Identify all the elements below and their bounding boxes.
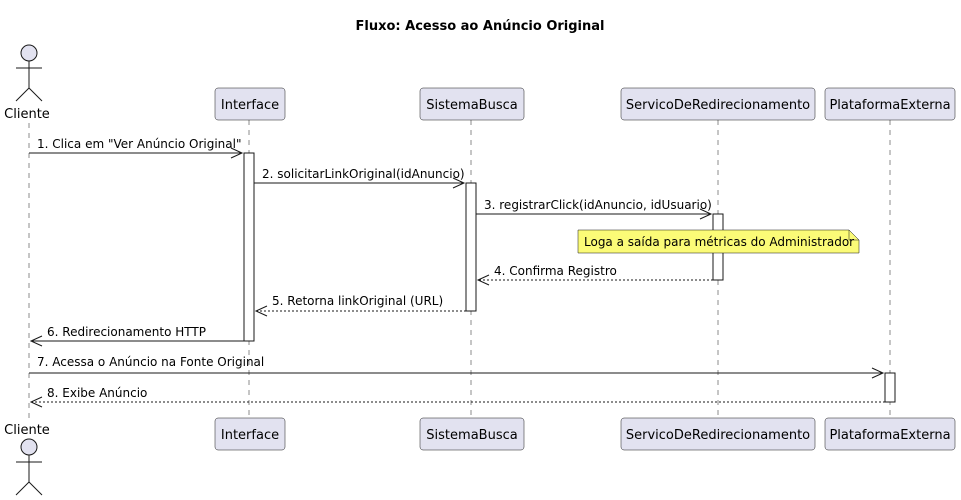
participant-interface-bottom: Interface [214, 417, 286, 451]
activation-plataforma [884, 372, 896, 403]
participant-label: ServicoDeRedirecionamento [626, 98, 810, 113]
message-3: 3. registrarClick(idAnuncio, idUsuario) [476, 198, 713, 220]
participant-servico-bottom: ServicoDeRedirecionamento [620, 417, 816, 451]
message-label: 7. Acessa o Anúncio na Fonte Original [37, 355, 264, 369]
participant-label: ServicoDeRedirecionamento [626, 428, 810, 443]
actor-label-cliente-bottom: Cliente [4, 423, 50, 438]
message-1: 1. Clica em "Ver Anúncio Original" [29, 137, 244, 159]
participants-bottom: Interface SistemaBusca ServicoDeRedireci… [214, 417, 956, 451]
arrow-head-icon [699, 208, 713, 220]
participant-interface-top: Interface [214, 87, 286, 121]
activation-sistema-busca [465, 182, 477, 312]
arrow-head-icon [29, 335, 43, 347]
participant-sistema-busca-top: SistemaBusca [419, 87, 525, 121]
actor-label-cliente-top: Cliente [4, 107, 50, 122]
message-7: 7. Acessa o Anúncio na Fonte Original [29, 355, 885, 379]
participant-label: Interface [221, 428, 279, 443]
message-label: 3. registrarClick(idAnuncio, idUsuario) [484, 198, 712, 212]
note: Loga a saída para métricas do Administra… [577, 229, 860, 254]
arrow-head-icon [254, 305, 268, 317]
actor-head-icon [20, 44, 38, 62]
message-label: 6. Redirecionamento HTTP [47, 325, 206, 339]
participant-servico-top: ServicoDeRedirecionamento [620, 87, 816, 121]
arrow-head-icon [452, 177, 466, 189]
participant-sistema-busca-bottom: SistemaBusca [419, 417, 525, 451]
participant-label: SistemaBusca [426, 428, 517, 443]
message-8: 8. Exibe Anúncio [29, 386, 885, 408]
actor-cliente-top [15, 44, 43, 102]
message-2: 2. solicitarLinkOriginal(idAnuncio) [254, 167, 466, 189]
message-4: 4. Confirma Registro [476, 264, 713, 286]
message-6: 6. Redirecionamento HTTP [29, 325, 244, 347]
arrow-head-icon [476, 274, 490, 286]
message-label: 8. Exibe Anúncio [47, 386, 147, 400]
arrow-head-icon [871, 367, 885, 379]
activation-interface [243, 152, 255, 342]
actor-cliente-bottom [15, 438, 43, 496]
message-label: 4. Confirma Registro [494, 264, 617, 278]
actor-head-icon [20, 438, 38, 456]
message-5: 5. Retorna linkOriginal (URL) [254, 294, 466, 317]
arrow-head-icon [29, 396, 43, 408]
message-label: 5. Retorna linkOriginal (URL) [272, 294, 443, 308]
arrow-head-icon [230, 147, 244, 159]
participant-plataforma-top: PlataformaExterna [824, 87, 956, 121]
participant-label: PlataformaExterna [829, 428, 950, 443]
note-text: Loga a saída para métricas do Administra… [584, 235, 854, 249]
message-label: 1. Clica em "Ver Anúncio Original" [37, 137, 241, 151]
participants-top: Interface SistemaBusca ServicoDeRedireci… [214, 87, 956, 121]
participant-label: SistemaBusca [426, 98, 517, 113]
message-label: 2. solicitarLinkOriginal(idAnuncio) [262, 167, 465, 181]
participant-label: Interface [221, 98, 279, 113]
diagram-title: Fluxo: Acesso ao Anúncio Original [356, 19, 605, 34]
participant-plataforma-bottom: PlataformaExterna [824, 417, 956, 451]
participant-label: PlataformaExterna [829, 98, 950, 113]
